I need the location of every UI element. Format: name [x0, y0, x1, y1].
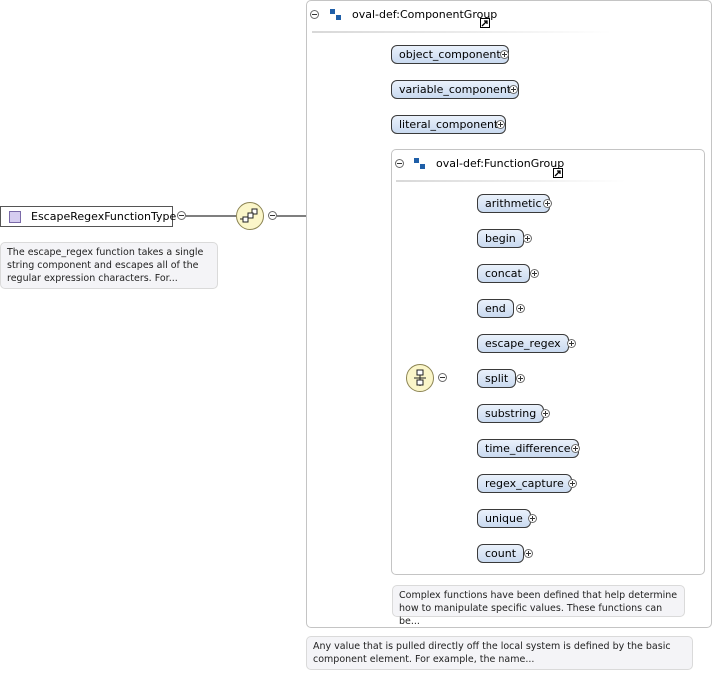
end-node[interactable]: end [477, 299, 514, 318]
external-link-icon[interactable] [553, 168, 563, 178]
type-annotation: The escape_regex function takes a single… [0, 242, 218, 289]
function-group-header-rule [396, 180, 626, 182]
group-icon [330, 9, 341, 20]
expand-concat-toggle[interactable] [530, 269, 539, 278]
literal-component-node[interactable]: literal_component [391, 115, 507, 134]
collapse-component-group-toggle[interactable] [310, 10, 319, 19]
expand-begin-toggle[interactable] [523, 234, 532, 243]
concat-node[interactable]: concat [477, 264, 530, 283]
escape-regex-function-type-node[interactable]: EscapeRegexFunctionType [0, 206, 177, 227]
expand-regex-capture-toggle[interactable] [568, 479, 577, 488]
variable-component-node[interactable]: variable_component [391, 80, 520, 99]
expand-escape-regex-toggle[interactable] [567, 339, 576, 348]
expand-object-component-toggle[interactable] [500, 50, 509, 59]
split-node[interactable]: split [477, 369, 517, 388]
function-group-title[interactable]: oval-def:FunctionGroup [436, 157, 565, 170]
regex-capture-node[interactable]: regex_capture [477, 474, 572, 493]
expand-unique-toggle[interactable] [528, 514, 537, 523]
expand-variable-component-toggle[interactable] [509, 85, 518, 94]
unique-node[interactable]: unique [477, 509, 531, 528]
expand-literal-component-toggle[interactable] [496, 120, 505, 129]
collapse-function-sequence-toggle[interactable] [438, 373, 447, 382]
component-group-title[interactable]: oval-def:ComponentGroup [352, 8, 498, 21]
object-component-node[interactable]: object_component [391, 45, 509, 64]
component-group-annotation: Any value that is pulled directly off th… [306, 636, 693, 670]
arithmetic-node[interactable]: arithmetic [477, 194, 550, 213]
expand-arithmetic-toggle[interactable] [543, 199, 552, 208]
function-group-box [391, 149, 705, 575]
component-group-header-rule [312, 31, 612, 33]
sequence-compositor-icon[interactable] [406, 364, 434, 392]
function-group-annotation: Complex functions have been defined that… [392, 585, 685, 627]
begin-node[interactable]: begin [477, 229, 524, 248]
collapse-function-group-toggle[interactable] [395, 159, 404, 168]
external-link-icon[interactable] [480, 18, 490, 28]
escape-regex-node[interactable]: escape_regex [477, 334, 569, 353]
count-node[interactable]: count [477, 544, 525, 563]
complex-type-icon [9, 211, 21, 223]
expand-substring-toggle[interactable] [541, 409, 550, 418]
collapse-choice-toggle[interactable] [268, 211, 277, 220]
expand-end-toggle[interactable] [516, 304, 525, 313]
expand-count-toggle[interactable] [524, 549, 533, 558]
collapse-type-toggle[interactable] [177, 211, 186, 220]
group-icon [414, 158, 425, 169]
expand-time-difference-toggle[interactable] [571, 444, 580, 453]
substring-node[interactable]: substring [477, 404, 545, 423]
type-name: EscapeRegexFunctionType [31, 210, 177, 223]
choice-compositor-icon[interactable] [236, 202, 264, 230]
expand-split-toggle[interactable] [516, 374, 525, 383]
time-difference-node[interactable]: time_difference [477, 439, 579, 458]
